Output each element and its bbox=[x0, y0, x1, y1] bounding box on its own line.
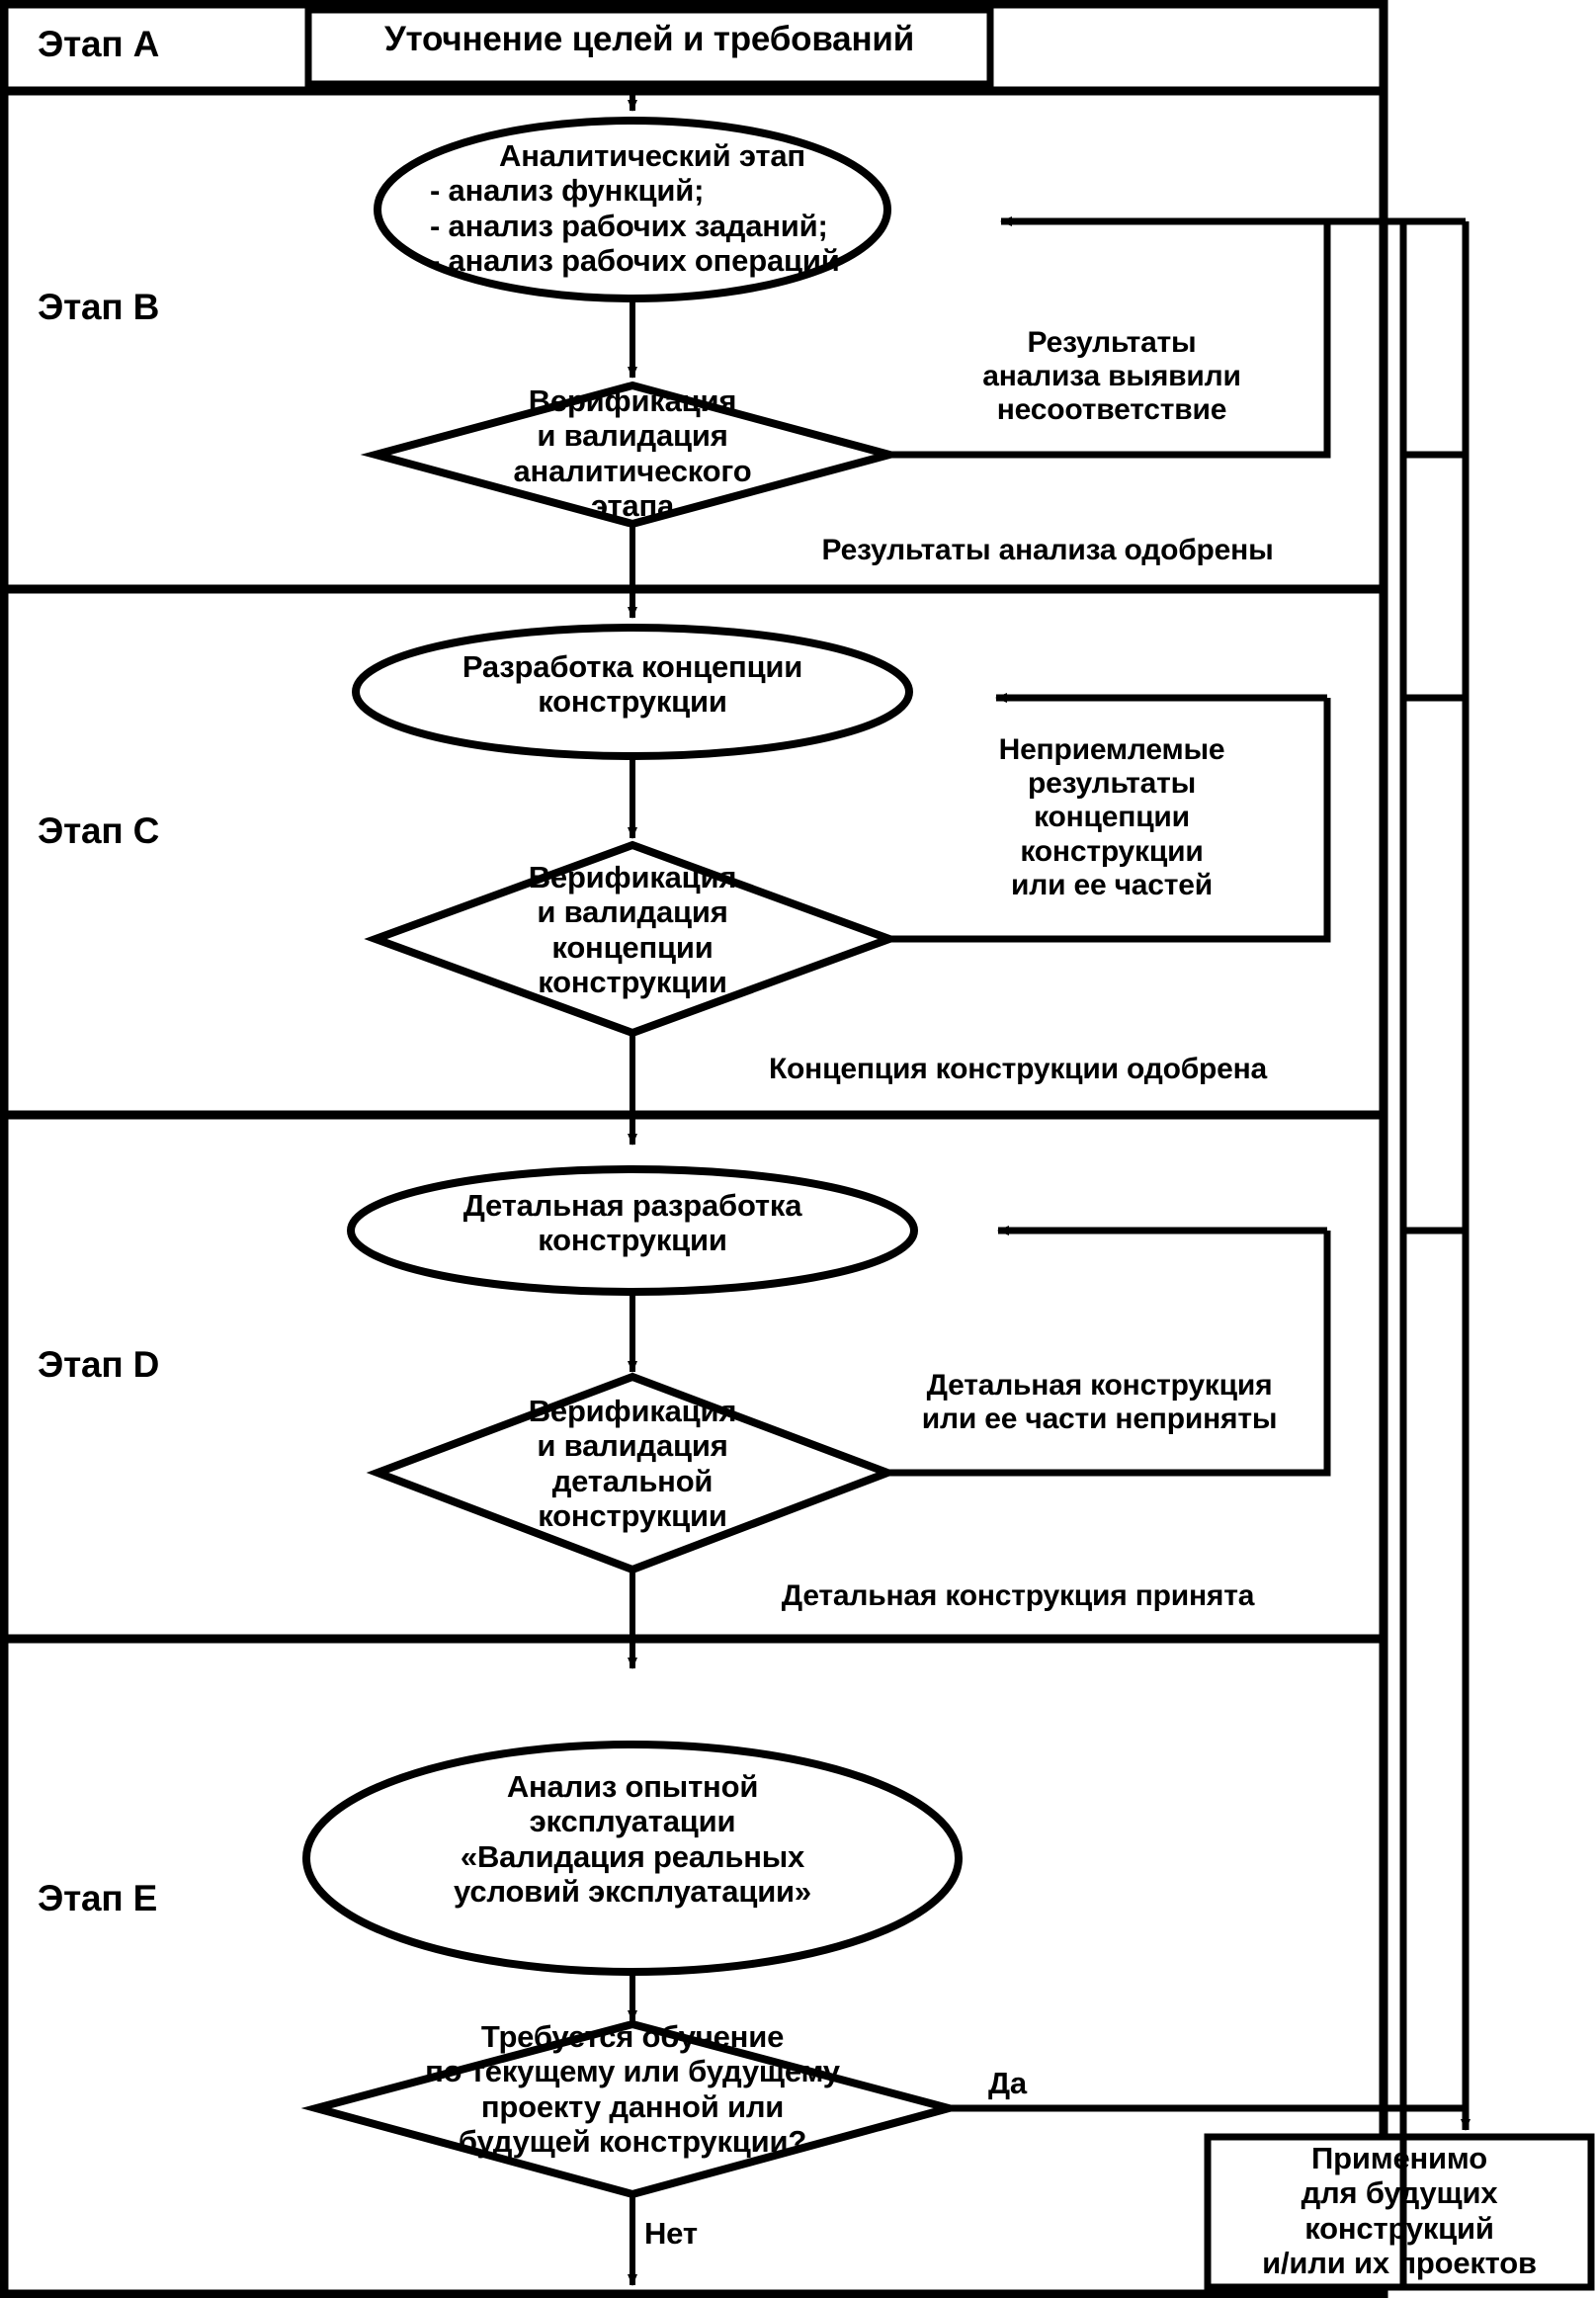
stage-d-decision-text: Верификация и валидация детальной констр… bbox=[528, 1394, 737, 1533]
stage-label-b: Этап B bbox=[38, 287, 160, 327]
stage-e-no-label: Нет bbox=[644, 2216, 698, 2251]
stage-d-process-text: Детальная разработка конструкции bbox=[462, 1188, 802, 1258]
stage-label-a: Этап A bbox=[38, 24, 160, 64]
stage-c-pass-label: Концепция конструкции одобрена bbox=[768, 1053, 1268, 1085]
stage-d-pass-label: Детальная конструкция принята bbox=[781, 1579, 1255, 1612]
feedback-loop-stage-d bbox=[887, 1226, 1331, 1477]
stage-label-e: Этап E bbox=[38, 1878, 158, 1918]
swimlane-frame bbox=[0, 0, 1388, 2298]
stage-label-d: Этап D bbox=[38, 1344, 160, 1385]
arrow-e-yes-to-result-box bbox=[949, 2104, 1470, 2131]
future-designs-box-text: Применимо для будущих конструкций и/или … bbox=[1262, 2141, 1537, 2280]
stage-e-process-text: Анализ опытной эксплуатации «Валидация р… bbox=[454, 1769, 811, 1909]
stage-c-process-text: Разработка концепции конструкции bbox=[462, 649, 803, 720]
stage-c-decision-text: Верификация и валидация концепции констр… bbox=[528, 860, 737, 999]
stage-a-title-text: Уточнение целей и требований bbox=[383, 20, 915, 58]
stage-b-pass-label: Результаты анализа одобрены bbox=[821, 534, 1274, 566]
stage-d-feedback-label: Детальная конструкция или ее части непри… bbox=[921, 1369, 1278, 1436]
stage-e-decision-text: Требуется обучение по текущему или будущ… bbox=[425, 2019, 840, 2159]
global-feedback-bus bbox=[1327, 217, 1470, 2287]
stage-label-c: Этап C bbox=[38, 810, 160, 851]
stage-a-title-box bbox=[304, 6, 994, 88]
future-designs-box bbox=[1204, 2133, 1595, 2291]
stage-e-yes-label: Да bbox=[988, 2066, 1027, 2100]
stage-b-process-text: Аналитический этап - анализ функций; - а… bbox=[430, 138, 840, 278]
feedback-loop-stage-b bbox=[889, 216, 1331, 459]
feedback-loop-stage-c bbox=[889, 693, 1331, 943]
stage-b-decision-text: Верификация и валидация аналитического э… bbox=[513, 383, 752, 523]
stage-c-feedback-label: Неприемлемые результаты концепции констр… bbox=[998, 733, 1225, 901]
stage-b-feedback-label: Результаты анализа выявили несоответстви… bbox=[982, 326, 1241, 427]
